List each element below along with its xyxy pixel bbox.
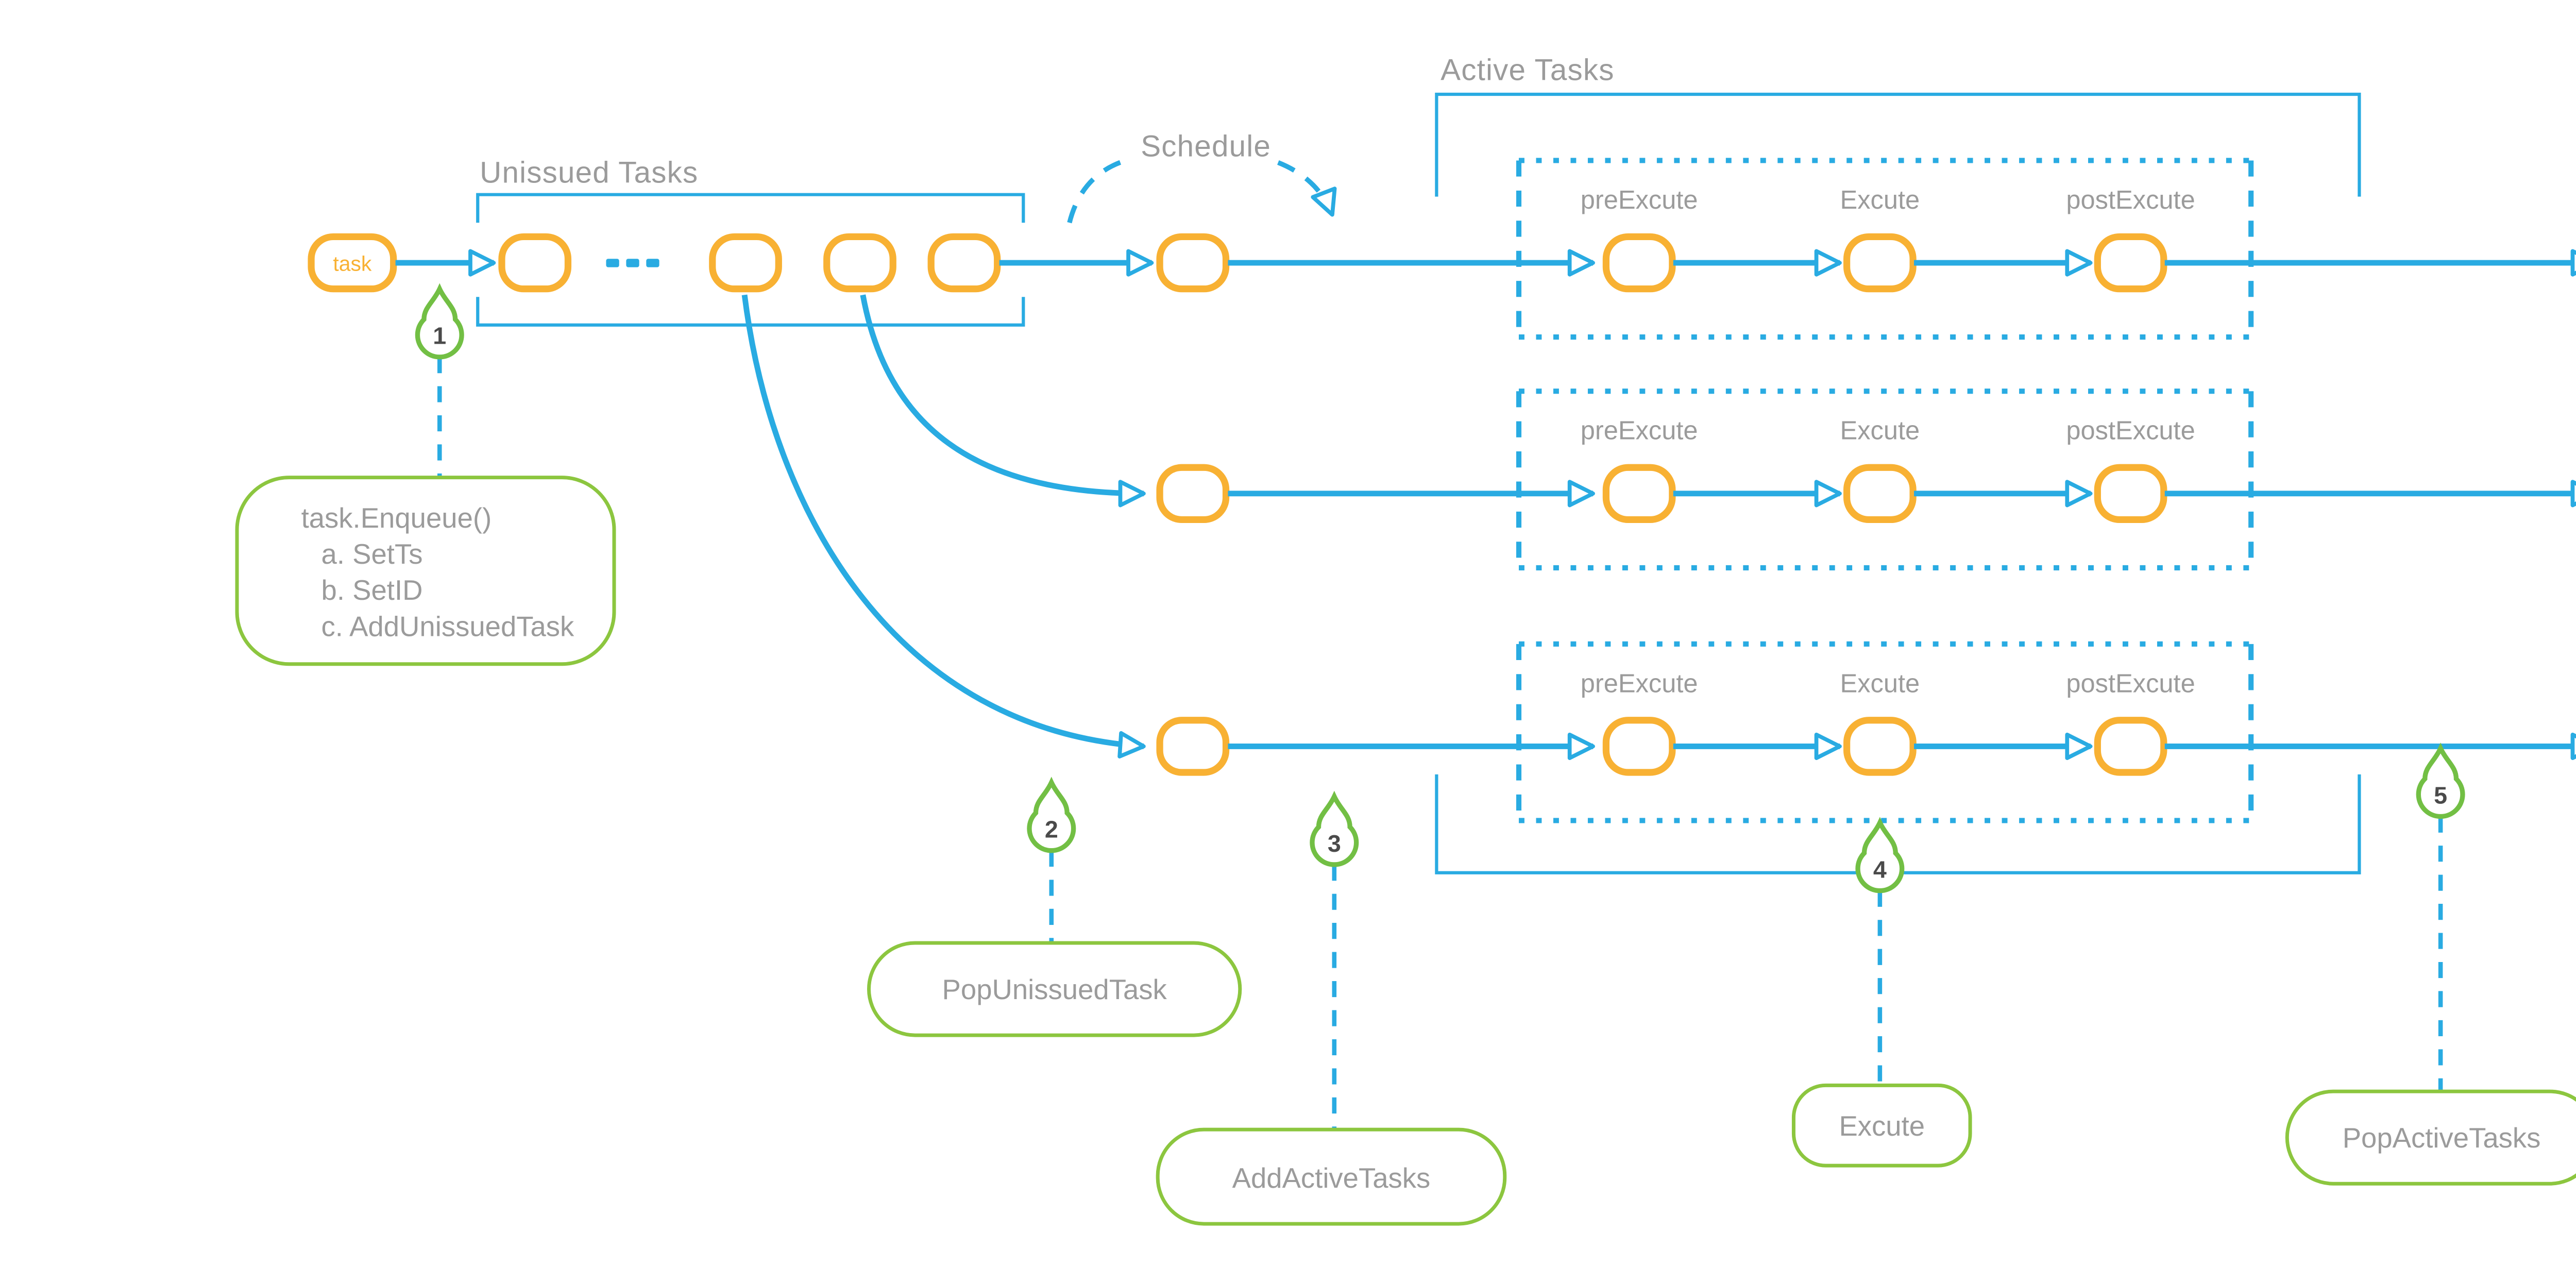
note-enqueue-line-2: a. SetTs <box>321 538 423 570</box>
note-box-enqueue <box>235 476 616 666</box>
schedule-curve-row-3 <box>741 294 1146 758</box>
execution-row-2: preExcute Excute postExcute <box>1156 389 2576 570</box>
unissued-tasks-label: Unissued Tasks <box>480 156 698 189</box>
active-tasks-label: Active Tasks <box>1440 54 1614 87</box>
unissued-bracket-top <box>476 193 1025 223</box>
stage-label-excute-row-2: Excute <box>1840 416 1920 445</box>
schedule-section: Schedule <box>741 130 1337 758</box>
note-box-addactivetasks <box>1156 1127 1507 1226</box>
task-node-label: task <box>333 252 372 276</box>
note-box-popunissuedtask <box>867 941 1242 1037</box>
note-excute-label: Excute <box>1839 1110 1925 1142</box>
excute-node-row-1 <box>1843 233 1917 293</box>
stage-label-preexcute-row-1: preExcute <box>1581 185 1698 214</box>
step-marker-3: 3 AddActiveTasks <box>1156 797 1507 1226</box>
queue-node-2 <box>709 233 782 293</box>
postexcute-node-row-3 <box>2094 717 2167 776</box>
scheduled-node-row-1 <box>1156 233 1230 293</box>
marker-3-number: 3 <box>1328 830 1341 857</box>
note-box-excute <box>1791 1083 1972 1168</box>
step-marker-1: 1 task.Enqueue() a. SetTs b. SetID c. Ad… <box>235 289 616 666</box>
note-enqueue-line-4: c. AddUnissuedTask <box>321 611 575 642</box>
note-enqueue-line-3: b. SetID <box>321 575 423 606</box>
postexcute-node-row-1 <box>2094 233 2167 293</box>
preexcute-node-row-1 <box>1602 233 1676 293</box>
execution-row-3: preExcute Excute postExcute <box>1156 641 2576 823</box>
marker-2-number: 2 <box>1045 816 1058 843</box>
stage-label-postexcute-row-1: postExcute <box>2066 185 2195 214</box>
unissued-tasks-section: Unissued Tasks task <box>308 156 1025 327</box>
marker-5-number: 5 <box>2434 782 2447 808</box>
schedule-arc-right-arrow <box>1277 160 1337 217</box>
marker-1-number: 1 <box>433 323 446 349</box>
stage-label-postexcute-row-3: postExcute <box>2066 668 2195 698</box>
note-popactivetasks-label: PopActiveTasks <box>2343 1122 2541 1154</box>
scheduled-node-row-2 <box>1156 464 1230 524</box>
schedule-label: Schedule <box>1141 130 1271 163</box>
execution-row-1: preExcute Excute postExcute <box>1156 158 2576 340</box>
stage-label-preexcute-row-2: preExcute <box>1581 416 1698 445</box>
queue-node-4 <box>927 233 1001 293</box>
note-addactivetasks-label: AddActiveTasks <box>1232 1162 1431 1194</box>
stage-label-preexcute-row-3: preExcute <box>1581 668 1698 698</box>
step-marker-4: 4 Excute <box>1791 822 1972 1168</box>
queue-node-3 <box>823 233 896 293</box>
stage-label-excute-row-1: Excute <box>1840 185 1920 214</box>
note-enqueue-line-1: task.Enqueue() <box>301 502 492 534</box>
schedule-arc-left <box>1067 158 1127 224</box>
preexcute-node-row-2 <box>1602 464 1676 524</box>
queue-node-1 <box>498 233 572 293</box>
postexcute-node-row-2 <box>2094 464 2167 524</box>
scheduled-node-row-3 <box>1156 717 1230 776</box>
note-popunissuedtask-label: PopUnissuedTask <box>942 974 1167 1005</box>
task-node <box>308 233 397 293</box>
note-box-popactivetasks <box>2285 1089 2576 1186</box>
preexcute-node-row-3 <box>1602 717 1676 776</box>
step-marker-2: 2 PopUnissuedTask <box>867 782 1242 1037</box>
excute-node-row-2 <box>1843 464 1917 524</box>
marker-4-number: 4 <box>1873 856 1887 883</box>
stage-label-postexcute-row-2: postExcute <box>2066 416 2195 445</box>
stage-label-excute-row-3: Excute <box>1840 668 1920 698</box>
schedule-curve-row-2 <box>860 294 1146 508</box>
excute-node-row-3 <box>1843 717 1917 776</box>
active-bracket-top <box>1435 92 2361 197</box>
queue-ellipsis <box>606 259 659 267</box>
step-markers-section: 1 task.Enqueue() a. SetTs b. SetID c. Ad… <box>235 289 2576 1226</box>
step-marker-5: 5 PopActiveTasks <box>2285 748 2576 1186</box>
